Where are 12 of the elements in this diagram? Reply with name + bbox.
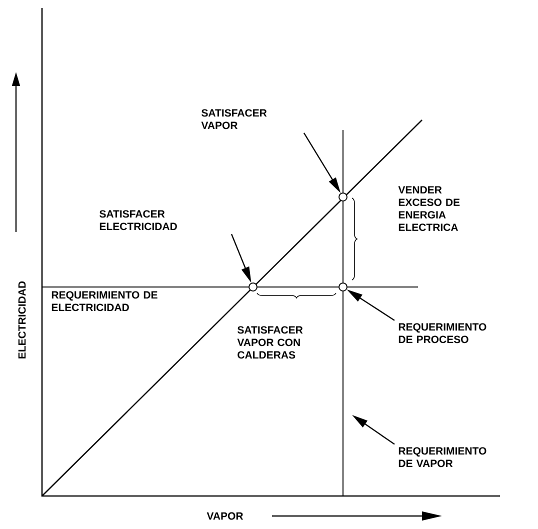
note-text: SATISFACER VAPOR: [201, 109, 267, 130]
point-marker: [248, 282, 258, 292]
point-marker: [338, 282, 348, 292]
point-marker: [338, 192, 348, 202]
annotation-text: REQUERIMIENTO DE ELECTRICIDAD: [52, 291, 158, 312]
note-text: REQUERIMIENTO DE PROCESO: [398, 323, 486, 344]
axis-label: VAPOR: [206, 512, 244, 520]
annotation-text: SATISFACER VAPOR CON CALDERAS: [237, 326, 303, 359]
note-text: SATISFACER ELECTRICIDAD: [100, 210, 177, 230]
annotation-text: VENDER EXCESO DE ENERGIA ELECTRICA: [398, 186, 460, 232]
axis-label: ELECTRICIDAD: [18, 281, 26, 358]
note-text: REQUERIMIENTO DE VAPOR: [398, 447, 486, 468]
